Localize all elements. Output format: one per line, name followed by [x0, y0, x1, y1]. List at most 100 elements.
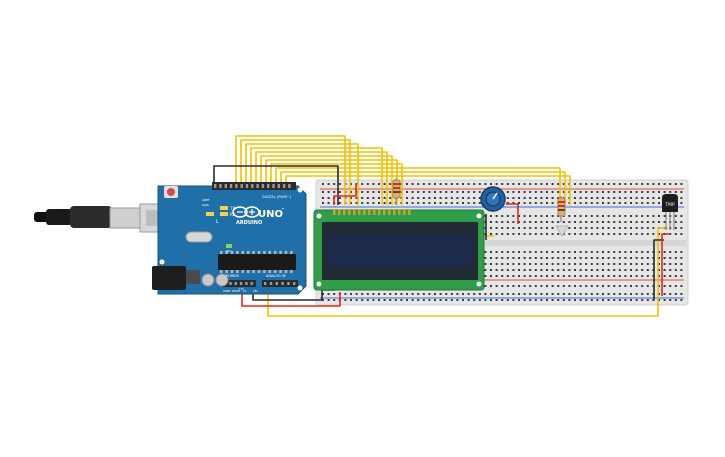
breadboard-hole	[630, 227, 632, 229]
temperature-sensor[interactable]: TMP	[662, 194, 678, 230]
breadboard-hole	[383, 191, 386, 193]
breadboard-hole	[646, 183, 649, 185]
breadboard-hole	[512, 269, 515, 271]
breadboard-hole	[646, 197, 649, 199]
breadboard-hole	[669, 275, 672, 277]
chip-pin	[225, 251, 228, 254]
breadboard-hole	[680, 191, 683, 193]
breadboard-hole	[624, 202, 627, 204]
breadboard-hole	[585, 251, 588, 253]
led-l	[206, 212, 214, 216]
breadboard-hole	[568, 221, 571, 223]
breadboard-hole	[501, 233, 504, 235]
resistor-lcd-backlight[interactable]	[392, 178, 401, 205]
breadboard-hole	[574, 233, 576, 235]
breadboard-hole	[501, 251, 504, 253]
breadboard-hole	[557, 221, 560, 223]
breadboard-hole	[350, 183, 352, 185]
breadboard-hole	[602, 269, 604, 271]
breadboard-hole	[658, 202, 660, 204]
digital-pin	[224, 184, 227, 188]
breadboard-hole	[534, 183, 537, 185]
usb-cable-body	[46, 209, 72, 225]
breadboard-hole	[646, 269, 649, 271]
breadboard-hole	[361, 197, 364, 199]
breadboard-hole	[484, 293, 487, 295]
breadboard-hole	[400, 299, 403, 301]
breadboard-hole	[327, 202, 330, 204]
breadboard-hole	[652, 183, 655, 185]
breadboard-hole	[366, 183, 369, 185]
breadboard-hole	[585, 263, 588, 265]
breadboard-hole	[652, 221, 655, 223]
breadboard-hole	[534, 197, 537, 199]
lcd-pin	[353, 209, 356, 215]
breadboard-hole	[372, 197, 375, 199]
breadboard-hole	[574, 251, 576, 253]
chip-pin	[247, 251, 250, 254]
breadboard-hole	[450, 191, 453, 193]
breadboard-hole	[557, 215, 560, 217]
breadboard-hole	[669, 299, 672, 301]
breadboard-hole	[518, 233, 520, 235]
lcd-module[interactable]	[313, 209, 485, 291]
breadboard-hole	[361, 191, 364, 193]
breadboard-hole	[322, 191, 324, 193]
breadboard-hole	[590, 183, 593, 185]
board-mount-hole	[159, 259, 165, 265]
led-on	[226, 244, 232, 248]
breadboard-hole	[495, 257, 498, 259]
potentiometer[interactable]	[480, 186, 506, 212]
breadboard-hole	[663, 183, 666, 185]
breadboard-hole	[322, 197, 324, 199]
breadboard-hole	[551, 197, 554, 199]
breadboard-hole	[630, 257, 632, 259]
breadboard-hole	[562, 257, 565, 259]
breadboard-hole	[495, 299, 498, 301]
breadboard-hole	[490, 293, 492, 295]
reset-button[interactable]	[167, 188, 175, 196]
breadboard-hole	[490, 263, 492, 265]
breadboard-hole	[613, 257, 616, 259]
breadboard-hole	[523, 285, 526, 287]
breadboard-hole	[467, 299, 470, 301]
breadboard-hole	[658, 183, 660, 185]
chip-pin	[230, 251, 234, 254]
digital-pin	[267, 184, 270, 188]
breadboard-hole	[490, 183, 492, 185]
breadboard-hole	[607, 285, 610, 287]
breadboard-hole	[506, 293, 509, 295]
breadboard-hole	[523, 251, 526, 253]
breadboard-hole	[630, 183, 632, 185]
label-on: ON	[226, 249, 231, 253]
breadboard-hole	[630, 197, 632, 199]
breadboard-hole	[607, 215, 610, 217]
led-component[interactable]	[555, 225, 569, 237]
breadboard-hole	[557, 191, 560, 193]
breadboard-hole	[557, 285, 560, 287]
breadboard-hole	[618, 202, 621, 204]
resistor-led[interactable]	[557, 196, 566, 222]
breadboard-hole	[529, 221, 532, 223]
breadboard-hole	[406, 197, 408, 199]
lcd-pin	[363, 209, 366, 215]
breadboard-hole	[518, 293, 520, 295]
breadboard-hole	[350, 293, 352, 295]
breadboard-hole	[635, 233, 638, 235]
lcd-mount-hole	[316, 281, 322, 287]
analog-pin	[281, 282, 284, 285]
breadboard-hole	[590, 227, 593, 229]
usb-cable[interactable]	[34, 203, 177, 233]
breadboard-hole	[574, 191, 576, 193]
breadboard-hole	[523, 263, 526, 265]
breadboard-hole	[585, 227, 588, 229]
breadboard-hole	[490, 299, 492, 301]
breadboard-hole	[551, 251, 554, 253]
arduino-uno-board[interactable]: L TX RX UNO ™ ARDUINO DIGITAL (PWM~) POW…	[152, 182, 307, 295]
breadboard-hole	[372, 202, 375, 204]
breadboard-hole	[607, 183, 610, 185]
breadboard-hole	[585, 215, 588, 217]
breadboard-hole	[523, 269, 526, 271]
chip-pin	[268, 270, 271, 273]
